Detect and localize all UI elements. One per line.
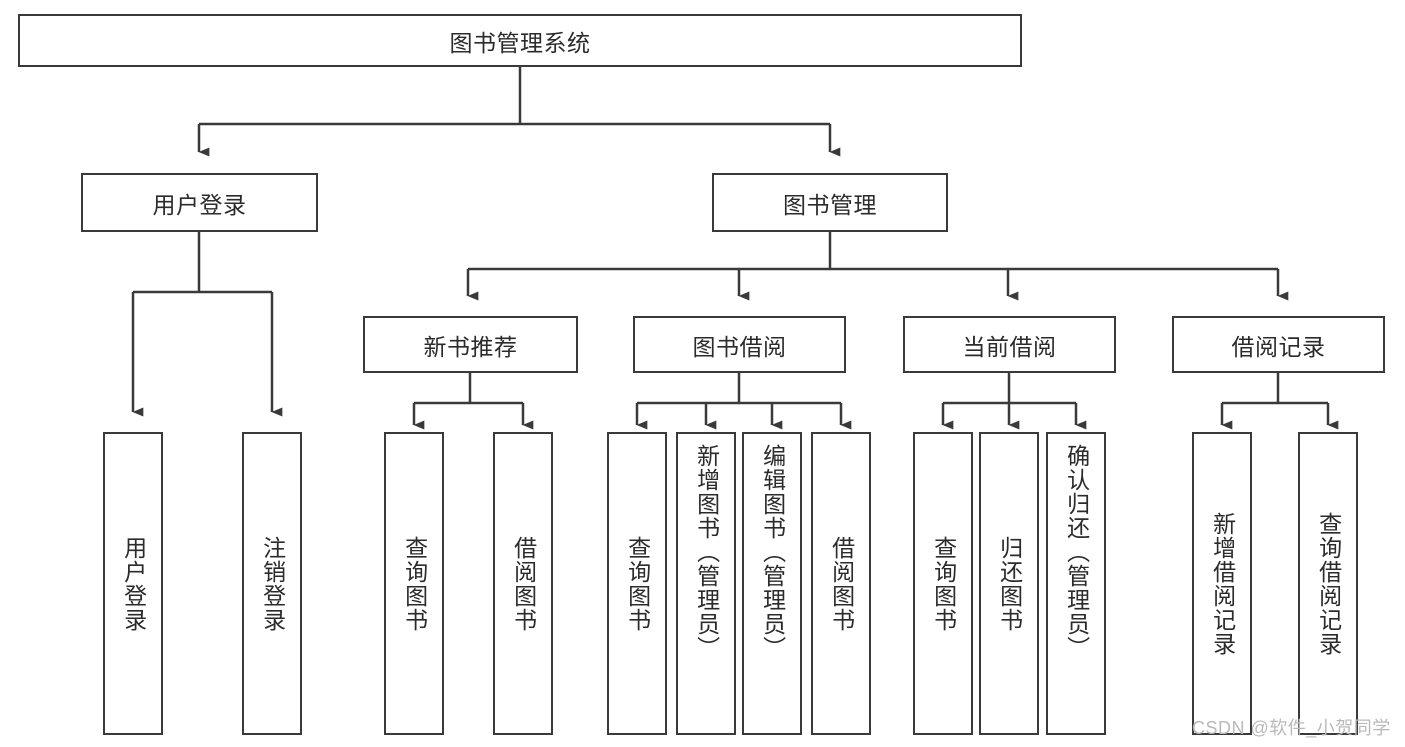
node-user-login[interactable]: 用户登录 xyxy=(81,173,318,232)
leaf-label: 查询借阅记录 xyxy=(1315,511,1342,656)
node-borrow-record[interactable]: 借阅记录 xyxy=(1172,316,1385,373)
node-label: 图书管理 xyxy=(783,191,877,218)
leaf-user-login-login[interactable]: 用户登录 xyxy=(103,432,163,735)
leaf-book-borrow-add-book-admin[interactable]: 新增图书（管理员） xyxy=(676,432,736,735)
leaf-book-borrow-edit-book-admin[interactable]: 编辑图书（管理员） xyxy=(742,432,802,735)
leaf-current-borrow-confirm-return-admin[interactable]: 确认归还（管理员） xyxy=(1046,432,1106,735)
node-root-book-management-system[interactable]: 图书管理系统 xyxy=(18,14,1022,67)
leaf-label: 注销登录 xyxy=(259,535,286,632)
node-book-management[interactable]: 图书管理 xyxy=(712,173,948,232)
leaf-new-book-query-book[interactable]: 查询图书 xyxy=(384,432,444,735)
leaf-label: 确认归还（管理员） xyxy=(1063,444,1090,660)
leaf-borrow-record-add-record[interactable]: 新增借阅记录 xyxy=(1192,432,1252,735)
leaf-label: 编辑图书（管理员） xyxy=(759,444,786,660)
leaf-label: 新增图书（管理员） xyxy=(693,444,720,660)
node-label: 图书管理系统 xyxy=(449,29,591,56)
leaf-label: 查询图书 xyxy=(401,535,428,632)
leaf-label: 查询图书 xyxy=(624,535,651,632)
node-label: 用户登录 xyxy=(152,191,247,218)
node-new-book-recommend[interactable]: 新书推荐 xyxy=(363,316,578,373)
leaf-user-login-logout[interactable]: 注销登录 xyxy=(242,432,302,735)
leaf-borrow-record-query-record[interactable]: 查询借阅记录 xyxy=(1298,432,1358,735)
watermark-text: CSDN @软件_小贺同学 xyxy=(1192,718,1391,738)
node-label: 借阅记录 xyxy=(1231,333,1326,360)
node-label: 图书借阅 xyxy=(692,333,787,360)
node-label: 当前借阅 xyxy=(962,333,1057,360)
leaf-new-book-borrow-book[interactable]: 借阅图书 xyxy=(493,432,553,735)
leaf-book-borrow-borrow-book[interactable]: 借阅图书 xyxy=(811,432,871,735)
leaf-label: 借阅图书 xyxy=(510,535,537,632)
leaf-label: 归还图书 xyxy=(996,535,1023,632)
node-label: 新书推荐 xyxy=(423,333,518,360)
leaf-current-borrow-query-book[interactable]: 查询图书 xyxy=(913,432,973,735)
leaf-label: 用户登录 xyxy=(120,535,147,632)
node-book-borrow[interactable]: 图书借阅 xyxy=(633,316,846,373)
leaf-book-borrow-query-book[interactable]: 查询图书 xyxy=(607,432,667,735)
node-current-borrow[interactable]: 当前借阅 xyxy=(903,316,1116,373)
leaf-current-borrow-return-book[interactable]: 归还图书 xyxy=(979,432,1039,735)
leaf-label: 新增借阅记录 xyxy=(1209,511,1236,656)
leaf-label: 借阅图书 xyxy=(828,535,855,632)
leaf-label: 查询图书 xyxy=(930,535,957,632)
